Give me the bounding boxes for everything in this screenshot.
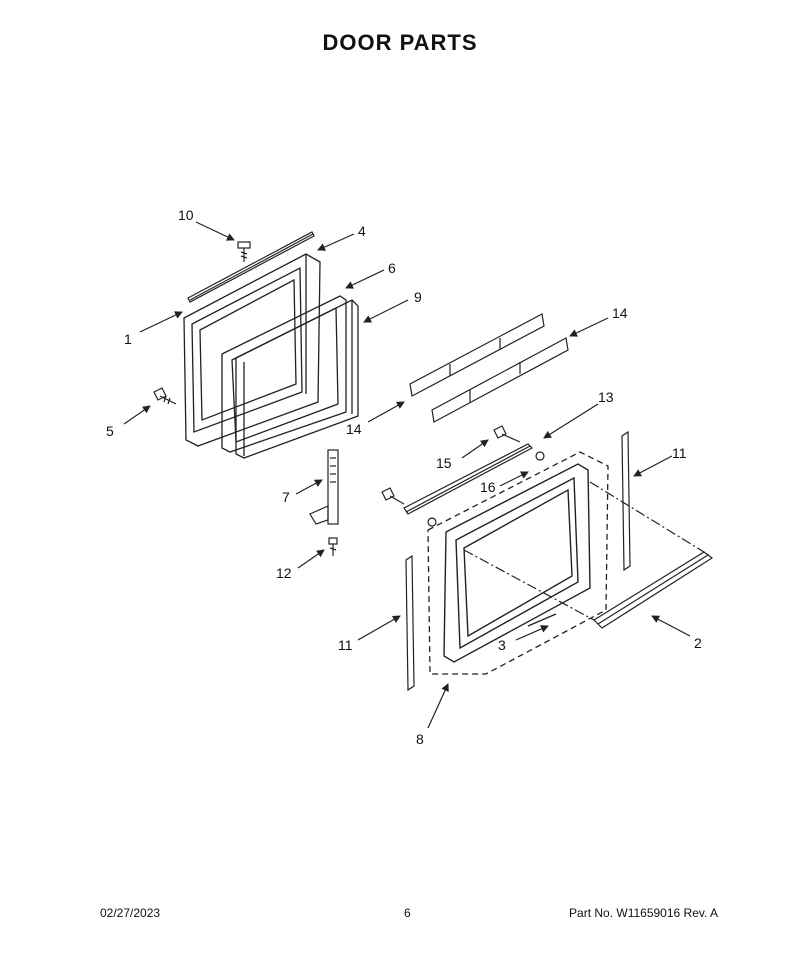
part-8-assembly-outline bbox=[427, 451, 609, 675]
part-11-left-trim bbox=[405, 554, 415, 692]
part-12-screw bbox=[328, 537, 338, 556]
part-9-glass-pack bbox=[235, 299, 359, 459]
part-11-right-trim bbox=[621, 430, 631, 572]
callout-7: 7 bbox=[282, 489, 290, 505]
callout-14b: 14 bbox=[346, 421, 362, 437]
footer-part-number: Part No. W11659016 Rev. A bbox=[569, 906, 718, 920]
callout-labels: 10 4 6 9 1 5 14 14 13 15 16 11 7 12 11 2… bbox=[106, 207, 702, 747]
callout-12: 12 bbox=[276, 565, 292, 581]
callout-6: 6 bbox=[388, 260, 396, 276]
callout-15: 15 bbox=[436, 455, 452, 471]
callout-8: 8 bbox=[416, 731, 424, 747]
callout-11-left: 11 bbox=[338, 637, 353, 653]
callout-14a: 14 bbox=[612, 305, 628, 321]
part-1-inner-panel bbox=[183, 253, 321, 447]
part-6-glass-pane bbox=[221, 295, 347, 453]
leader-lines bbox=[123, 221, 691, 729]
callout-2: 2 bbox=[694, 635, 702, 651]
part-13-15-16-top-assembly bbox=[381, 425, 545, 527]
callout-9: 9 bbox=[414, 289, 422, 305]
callout-16: 16 bbox=[480, 479, 496, 495]
footer-page-number: 6 bbox=[404, 906, 411, 920]
part-4-top-trim bbox=[187, 231, 315, 303]
part-5-screw bbox=[153, 387, 177, 405]
callout-1: 1 bbox=[124, 331, 132, 347]
callout-10: 10 bbox=[178, 207, 194, 223]
callout-4: 4 bbox=[358, 223, 366, 239]
part-14-channels bbox=[409, 313, 569, 423]
callout-3: 3 bbox=[498, 637, 506, 653]
callout-11-right: 11 bbox=[672, 445, 687, 461]
handle-guide-lines bbox=[463, 481, 705, 621]
footer-date: 02/27/2023 bbox=[100, 906, 161, 920]
callout-13: 13 bbox=[598, 389, 614, 405]
part-2-handle bbox=[593, 551, 714, 629]
callout-5: 5 bbox=[106, 423, 114, 439]
part-3-outer-door bbox=[443, 463, 591, 663]
part-10-screw bbox=[237, 241, 251, 262]
page-title: DOOR PARTS bbox=[322, 30, 478, 55]
part-7-hinge bbox=[309, 449, 339, 525]
